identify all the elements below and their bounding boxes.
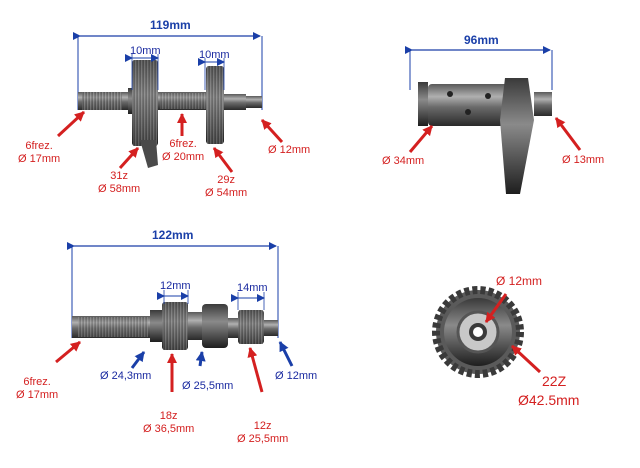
shaft2-image bbox=[405, 46, 582, 194]
shaft3-diam-a-label: Ø 24,3mm bbox=[100, 370, 152, 382]
shaft3-length-label: 122mm bbox=[152, 228, 194, 242]
shaft1-end-label: Ø 12mm bbox=[268, 144, 311, 156]
shaft1-image bbox=[56, 32, 284, 173]
shaft3-image bbox=[55, 242, 294, 393]
shaft1-length-label: 119mm bbox=[150, 18, 191, 32]
shaft1-gear-width-b-label: 10mm bbox=[199, 49, 230, 61]
shaft2-length-label: 96mm bbox=[464, 33, 499, 47]
gear4-diameter-label: Ø42.5mm bbox=[518, 392, 580, 408]
gear4-bore-label: Ø 12mm bbox=[496, 274, 543, 288]
shaft3-gear-12-label: 12z Ø 25,5mm bbox=[237, 420, 289, 445]
shaft1-spline-mid-label: 6frez. Ø 20mm bbox=[162, 138, 205, 163]
shaft2-right-label: Ø 13mm bbox=[562, 154, 605, 166]
shaft1-gear-31-label: 31z Ø 58mm bbox=[98, 170, 141, 195]
shaft3-spline-left-label: 6frez. Ø 17mm bbox=[16, 376, 59, 401]
shaft3-gear-width-a-label: 12mm bbox=[160, 280, 191, 292]
shaft3-gear-18-label: 18z Ø 36,5mm bbox=[143, 410, 195, 435]
shaft2-left-label: Ø 34mm bbox=[382, 155, 425, 167]
shaft1-gear-width-a-label: 10mm bbox=[130, 45, 161, 57]
shaft3-gear-width-b-label: 14mm bbox=[237, 282, 268, 294]
shaft3-diam-b-label: Ø 25,5mm bbox=[182, 380, 234, 392]
gear4-teeth-label: 22Z bbox=[542, 373, 567, 389]
shaft1-gear-29-label: 29z Ø 54mm bbox=[205, 174, 248, 199]
shaft3-end-label: Ø 12mm bbox=[275, 370, 318, 382]
gear4-image bbox=[432, 286, 542, 378]
shaft1-spline-left-label: 6frez. Ø 17mm bbox=[18, 140, 61, 165]
